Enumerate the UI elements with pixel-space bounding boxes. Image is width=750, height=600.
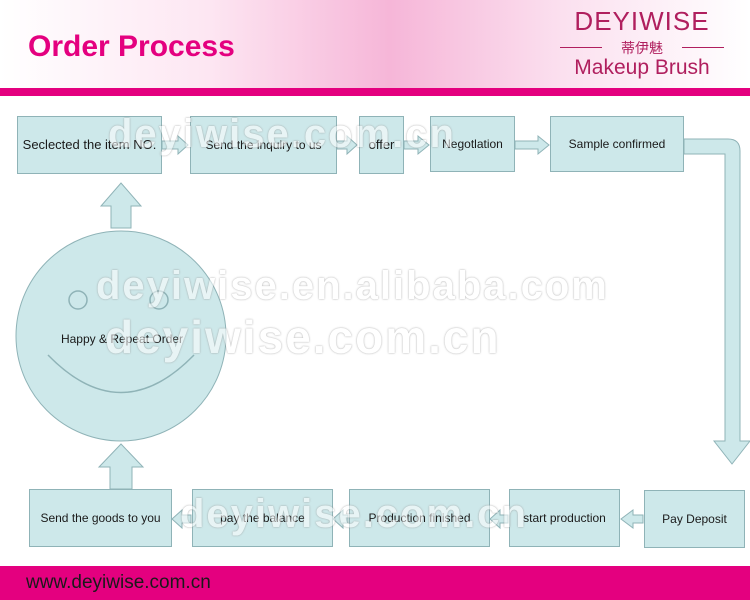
step-selected-item: Seclected the item NO.: [17, 116, 162, 174]
arrow-s3-s4: [403, 134, 430, 156]
watermark-alibaba: deyiwise.en.alibaba.com: [96, 264, 609, 308]
step-offer: offer: [359, 116, 404, 174]
arrow-s10-s11: [97, 443, 145, 490]
header-divider: [0, 88, 750, 96]
step-pay-balance: pay the balance: [192, 489, 333, 547]
smiley-face: [15, 230, 227, 442]
header-banner: [0, 0, 750, 88]
brand-rule-right: [682, 47, 724, 48]
step-start-production: start production: [509, 489, 620, 547]
brand-logo-name: DEYIWISE: [574, 6, 710, 36]
arrow-s7-s8: [489, 508, 509, 530]
arrow-s4-s5: [514, 134, 550, 156]
arrow-s11-s1: [99, 182, 143, 229]
smiley-eye-left: [68, 290, 88, 310]
step-negotiation: Negotlation: [430, 116, 515, 172]
brand-logo-subline: 蒂伊魅: [560, 38, 724, 56]
step-pay-deposit: Pay Deposit: [644, 490, 745, 548]
smiley-eye-right: [149, 290, 169, 310]
arrow-s2-s3: [336, 134, 358, 156]
brand-rule-left: [560, 47, 602, 48]
arrow-s6-s7: [620, 509, 644, 529]
watermark-bottom: deyiwise.com.cn: [180, 492, 528, 536]
step-send-inquiry: Send the inquiry to us: [190, 116, 337, 174]
footer-bar: [0, 566, 750, 600]
step-sample-confirmed: Sample confirmed: [550, 116, 684, 172]
step-production-finished: Production finished: [349, 489, 490, 547]
footer-website-link[interactable]: www.deyiwise.com.cn: [26, 572, 211, 593]
brand-tagline: Makeup Brush: [574, 56, 710, 79]
watermark-middle: deyiwise.com.cn: [105, 311, 501, 363]
arrow-s9-s10: [171, 508, 192, 530]
step-happy-repeat-order: Happy & Repeat Order: [60, 332, 184, 346]
smiley-mouth: [47, 354, 195, 394]
brand-logo-chinese: 蒂伊魅: [621, 40, 663, 56]
watermark-top: deyiwise.com.cn: [108, 112, 456, 156]
arrow-s1-s2: [161, 134, 189, 156]
step-send-goods: Send the goods to you: [29, 489, 172, 547]
page-title: Order Process: [28, 30, 235, 63]
arrow-s8-s9: [332, 508, 349, 530]
arrow-s5-s6: [683, 138, 750, 465]
